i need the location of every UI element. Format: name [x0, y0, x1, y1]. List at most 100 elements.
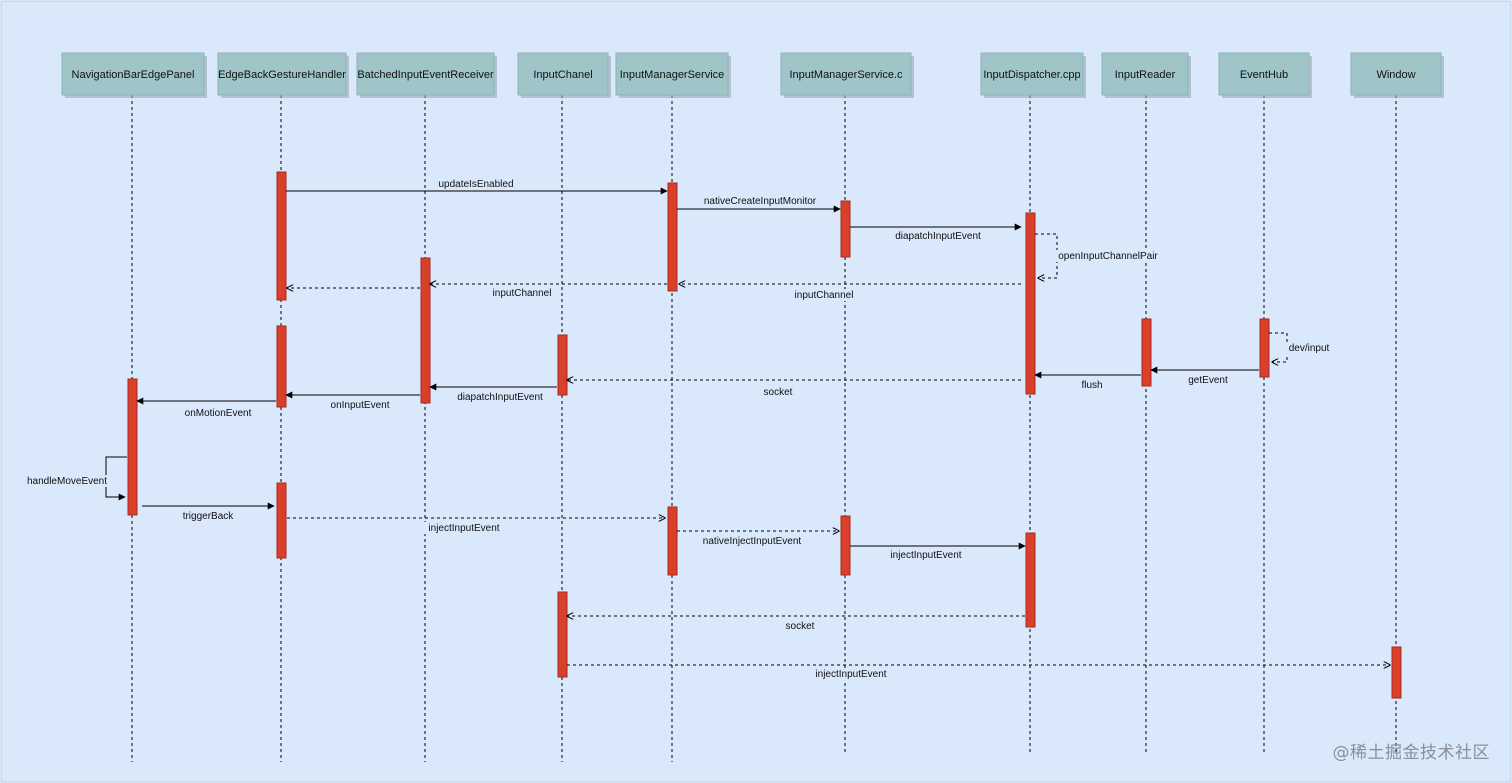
message-label: diapatchInputEvent	[457, 392, 543, 403]
participant-label: InputReader	[1115, 69, 1176, 81]
participant-box	[1350, 52, 1442, 96]
participant-edge[interactable]: EdgeBackGestureHandler	[217, 52, 349, 98]
message-label-bg	[788, 289, 860, 301]
message-dev-input: dev/input	[1269, 332, 1337, 362]
message-label-bg	[179, 407, 257, 419]
message-label-bg	[1281, 342, 1337, 354]
message-diapatchInputEvent-2: diapatchInputEvent	[429, 383, 557, 403]
message-label-bg	[175, 510, 241, 522]
message-label: inputChannel	[493, 288, 552, 299]
participant-box	[1218, 52, 1310, 96]
participant-label: InputDispatcher.cpp	[983, 69, 1080, 81]
message-label-bg	[780, 620, 820, 632]
message-injectInputEvent-2: injectInputEvent	[850, 542, 1026, 561]
message-label: handleMoveEvent	[27, 476, 107, 487]
participant-label: BatchedInputEventReceiver	[357, 69, 494, 81]
activation-bar-edge	[276, 325, 287, 408]
activation-bar-dispatcher	[1025, 532, 1036, 628]
message-openInputChannelPair: openInputChannelPair	[1035, 233, 1165, 278]
participant-hub[interactable]: EventHub	[1218, 52, 1312, 98]
participant-label: EdgeBackGestureHandler	[218, 69, 346, 81]
message-getEvent: getEvent	[1150, 366, 1259, 386]
message-label-bg	[1051, 250, 1165, 262]
participant-box	[217, 52, 347, 96]
activation-bar-chanel	[557, 334, 568, 396]
message-handleMoveEvent: handleMoveEvent	[23, 456, 127, 501]
activation-bar-dispatcher	[1025, 212, 1036, 395]
participant-label: InputManagerService.c	[789, 69, 903, 81]
message-label-bg	[486, 287, 558, 299]
activation-bar-reader	[1141, 318, 1152, 387]
message-nativeCreateInputMonitor: nativeCreateInputMonitor	[677, 195, 841, 213]
message-label: inputChannel	[795, 290, 854, 301]
message-label-bg	[1183, 374, 1233, 386]
message-label: socket	[764, 387, 793, 398]
participant-box	[61, 52, 205, 96]
participant-imsc[interactable]: InputManagerService.c	[780, 52, 914, 98]
participant-label: Window	[1376, 69, 1415, 81]
message-label: onMotionEvent	[185, 408, 252, 419]
message-label-bg	[432, 178, 520, 190]
message-label: openInputChannelPair	[1058, 251, 1158, 262]
participant-window[interactable]: Window	[1350, 52, 1444, 98]
activation-bar-hub	[1259, 318, 1270, 378]
participant-box	[1101, 52, 1189, 96]
participant-reader[interactable]: InputReader	[1101, 52, 1191, 98]
participant-dispatcher[interactable]: InputDispatcher.cpp	[980, 52, 1086, 98]
participant-ims[interactable]: InputManagerService	[615, 52, 731, 98]
message-label: flush	[1081, 380, 1102, 391]
activation-bar-batched	[420, 257, 431, 404]
participant-box	[780, 52, 912, 96]
participant-box	[980, 52, 1084, 96]
participant-label: InputChanel	[533, 69, 592, 81]
message-diapatchInputEvent-1: diapatchInputEvent	[850, 223, 1022, 242]
message-onInputEvent: onInputEvent	[285, 391, 420, 411]
message-label-bg	[758, 386, 798, 398]
message-label: diapatchInputEvent	[895, 231, 981, 242]
participant-label: NavigationBarEdgePanel	[72, 69, 195, 81]
message-label: onInputEvent	[331, 400, 390, 411]
message-label: injectInputEvent	[890, 550, 961, 561]
participant-batched[interactable]: BatchedInputEventReceiver	[356, 52, 497, 98]
message-label-bg	[692, 195, 828, 207]
message-socket-2: socket	[567, 616, 1025, 632]
message-label-bg	[886, 230, 990, 242]
message-flush: flush	[1034, 371, 1141, 391]
message-nativeInjectInputEvent: nativeInjectInputEvent	[677, 531, 839, 547]
message-label-bg	[23, 475, 111, 487]
message-injectInputEvent-1: injectInputEvent	[287, 518, 665, 534]
message-label: getEvent	[1188, 375, 1228, 386]
message-label: nativeCreateInputMonitor	[704, 196, 817, 207]
message-label: socket	[786, 621, 815, 632]
participant-label: EventHub	[1240, 69, 1288, 81]
participant-box	[517, 52, 609, 96]
activation-bar-imsc	[840, 515, 851, 576]
message-label-bg	[1075, 379, 1109, 391]
message-label: triggerBack	[183, 511, 235, 522]
message-label: dev/input	[1289, 343, 1330, 354]
message-updateIsEnabled: updateIsEnabled	[286, 178, 668, 195]
message-label-bg	[417, 522, 511, 534]
activation-bar-ims	[667, 182, 678, 292]
message-inputChannel-return-ims: inputChannel	[679, 284, 1021, 301]
activation-bar-imsc	[840, 200, 851, 258]
message-triggerBack: triggerBack	[142, 502, 275, 522]
watermark-text: @稀土掘金技术社区	[1332, 743, 1490, 763]
activation-bar-edge	[276, 482, 287, 559]
message-label: injectInputEvent	[815, 669, 886, 680]
participant-box	[615, 52, 729, 96]
message-label: nativeInjectInputEvent	[703, 536, 802, 547]
participant-chanel[interactable]: InputChanel	[517, 52, 611, 98]
message-onMotionEvent: onMotionEvent	[136, 397, 276, 419]
message-label-bg	[324, 399, 396, 411]
participant-box	[356, 52, 495, 96]
message-label-bg	[689, 535, 815, 547]
participant-label: InputManagerService	[620, 69, 725, 81]
message-socket-1: socket	[567, 380, 1021, 398]
message-inputChannel-return-batched: inputChannel	[430, 284, 667, 299]
activation-bar-navbar	[127, 378, 138, 516]
activation-bar-chanel	[557, 591, 568, 678]
participant-navbar[interactable]: NavigationBarEdgePanel	[61, 52, 207, 98]
